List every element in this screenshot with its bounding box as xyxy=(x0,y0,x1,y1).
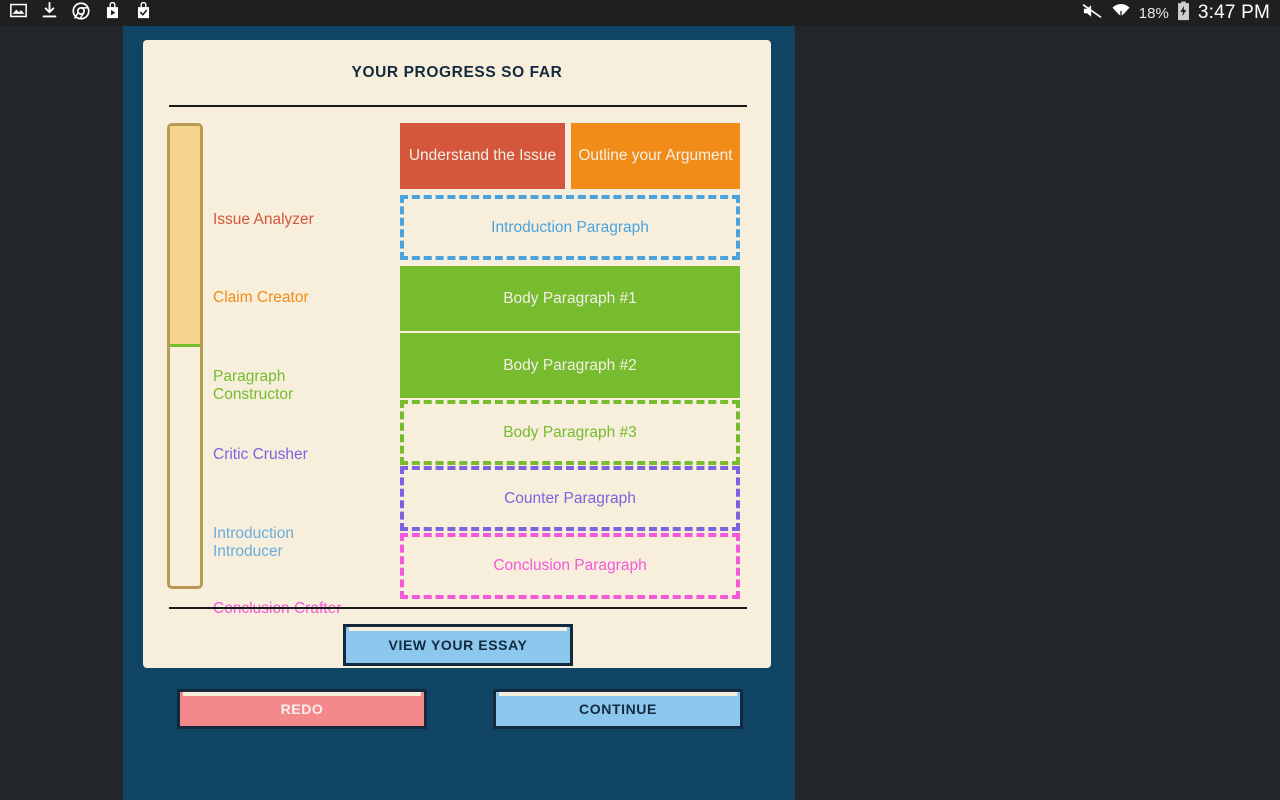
status-system-icons: 18% 3:47 PM xyxy=(1081,1,1280,26)
stage-label-3: Critic Crusher xyxy=(213,446,308,463)
divider-bottom xyxy=(169,607,747,609)
stage-label-2: Paragraph Constructor xyxy=(213,368,294,403)
android-status-bar: 18% 3:47 PM xyxy=(0,0,1280,26)
view-essay-button[interactable]: VIEW YOUR ESSAY xyxy=(343,624,573,666)
progress-bar-track xyxy=(167,123,203,589)
image-icon xyxy=(10,2,27,24)
download-icon xyxy=(41,1,58,24)
redo-button[interactable]: REDO xyxy=(177,689,427,729)
battery-charging-icon xyxy=(1177,1,1190,26)
continue-button[interactable]: CONTINUE xyxy=(493,689,743,729)
essay-block-4[interactable]: Body Paragraph #3 xyxy=(400,400,740,465)
volume-mute-icon xyxy=(1081,2,1103,25)
status-notification-icons xyxy=(0,1,152,25)
essay-block-1[interactable]: Introduction Paragraph xyxy=(400,195,740,260)
essay-block-6[interactable]: Conclusion Paragraph xyxy=(400,533,740,599)
stage-label-5: Conclusion Crafter xyxy=(213,600,341,618)
divider-top xyxy=(169,105,747,107)
essay-block-0-1[interactable]: Outline your Argument xyxy=(571,123,740,189)
chrome-icon xyxy=(72,1,90,25)
stage-label-0: Issue Analyzer xyxy=(213,211,314,228)
play-store-icon xyxy=(104,1,121,24)
progress-bar-fill xyxy=(170,126,200,347)
battery-percent-label: 18% xyxy=(1138,4,1169,22)
app-installed-icon xyxy=(135,1,152,24)
essay-block-0-0[interactable]: Understand the Issue xyxy=(400,123,565,189)
essay-block-3[interactable]: Body Paragraph #2 xyxy=(400,333,740,398)
wifi-icon xyxy=(1111,2,1131,25)
essay-block-2[interactable]: Body Paragraph #1 xyxy=(400,266,740,331)
essay-block-5[interactable]: Counter Paragraph xyxy=(400,466,740,531)
stage-label-1: Claim Creator xyxy=(213,289,309,306)
stage-label-4: Introduction Introducer xyxy=(213,525,294,560)
page-title: YOUR PROGRESS SO FAR xyxy=(351,64,563,81)
status-clock: 3:47 PM xyxy=(1197,2,1270,23)
